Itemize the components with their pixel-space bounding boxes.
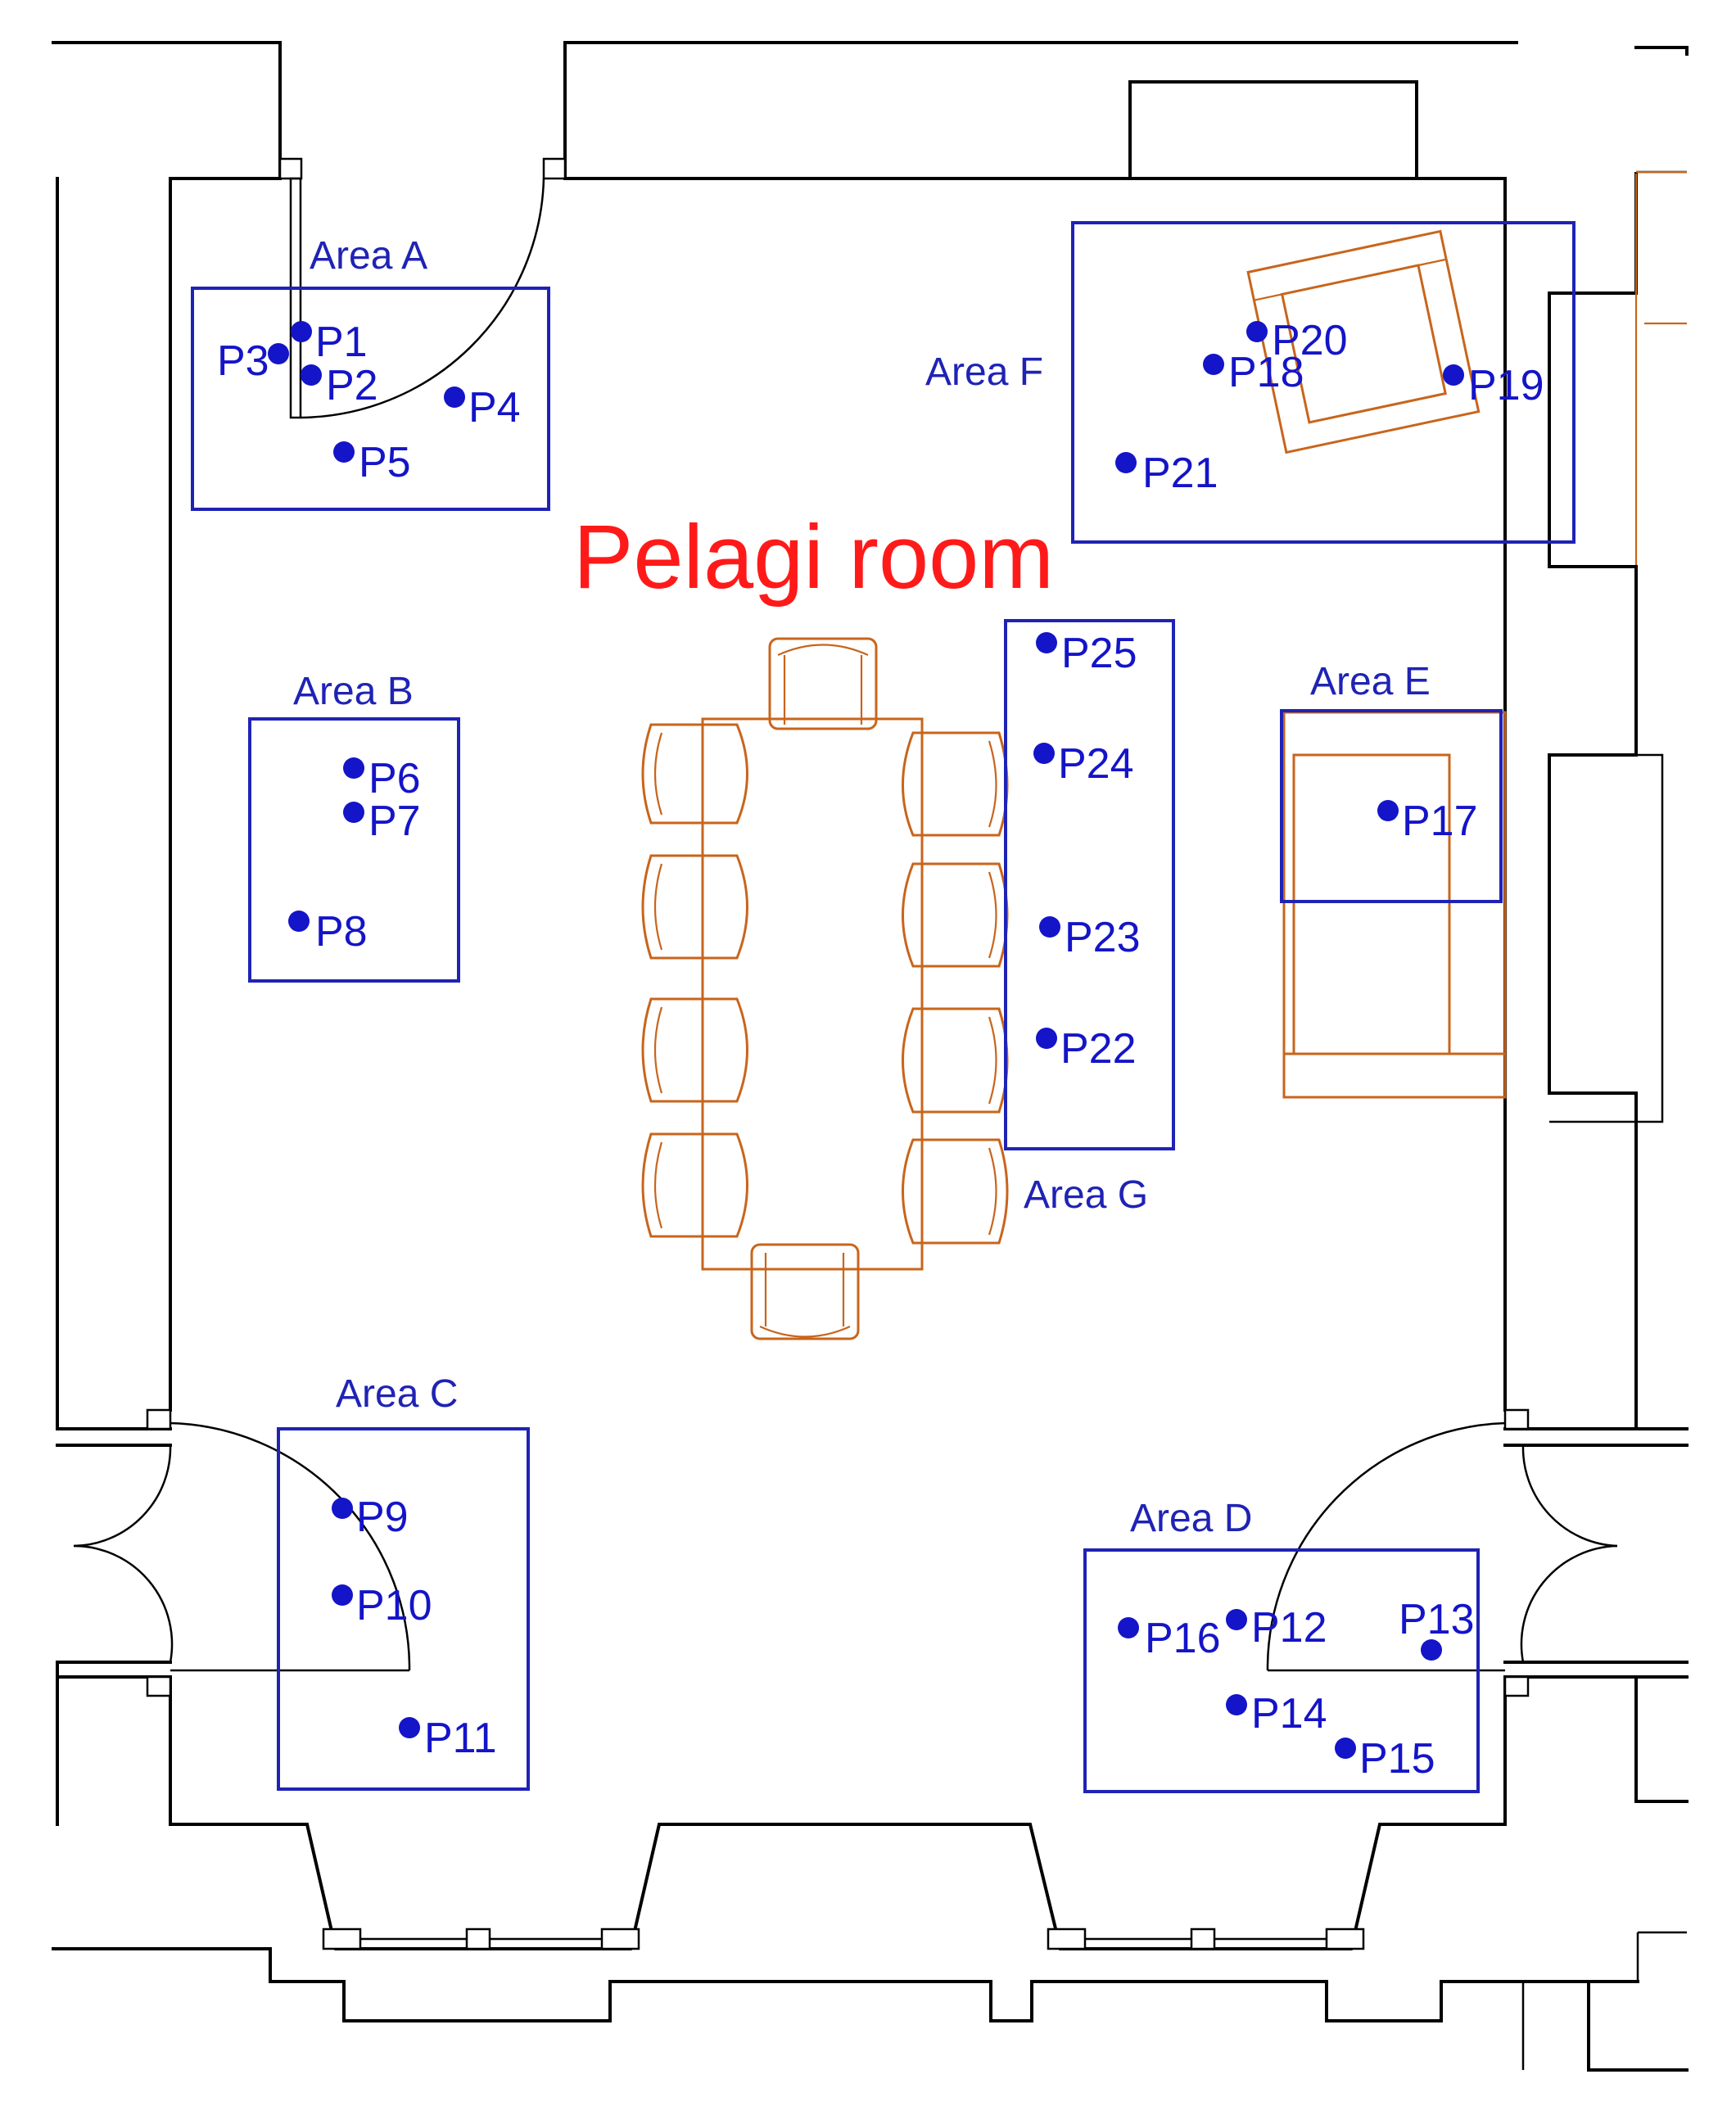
chair-top bbox=[768, 637, 878, 730]
area-e-zone bbox=[1280, 709, 1503, 903]
chair-left-4 bbox=[641, 1132, 748, 1238]
point-label: P19 bbox=[1468, 362, 1544, 409]
area-c-zone bbox=[277, 1427, 530, 1791]
point-p15: P15 bbox=[1335, 1735, 1435, 1783]
chair-right-1 bbox=[902, 731, 1009, 837]
area-a: Area A bbox=[191, 234, 550, 511]
point-p17: P17 bbox=[1377, 798, 1478, 845]
point-label: P1 bbox=[315, 319, 368, 366]
area-d-zone bbox=[1083, 1548, 1480, 1793]
area-d-label: Area D bbox=[1130, 1497, 1252, 1540]
point-label: P9 bbox=[356, 1494, 409, 1541]
chair-left-2 bbox=[641, 854, 748, 960]
chair-left-3 bbox=[641, 997, 748, 1103]
point-label: P8 bbox=[315, 908, 368, 956]
area-c-label: Area C bbox=[336, 1372, 458, 1416]
furniture bbox=[641, 170, 1687, 1340]
point-p3: P3 bbox=[217, 337, 289, 385]
area-f-label: Area F bbox=[925, 350, 1043, 394]
point-label: P25 bbox=[1061, 630, 1137, 677]
point-label: P13 bbox=[1399, 1596, 1475, 1643]
point-p10: P10 bbox=[332, 1582, 432, 1629]
point-label: P4 bbox=[468, 384, 521, 432]
point-label: P12 bbox=[1251, 1604, 1327, 1652]
area-g-zone bbox=[1004, 619, 1175, 1150]
point-label: P5 bbox=[359, 439, 411, 486]
doors bbox=[73, 177, 1618, 1672]
point-p12: P12 bbox=[1226, 1604, 1327, 1652]
area-a-label: Area A bbox=[310, 234, 427, 278]
point-label: P6 bbox=[368, 755, 421, 802]
chair-right-3 bbox=[902, 1007, 1009, 1114]
area-g: Area G bbox=[1004, 619, 1175, 1217]
point-p11: P11 bbox=[399, 1715, 497, 1762]
conference-table bbox=[701, 717, 924, 1271]
point-p14: P14 bbox=[1226, 1690, 1327, 1738]
area-b-label: Area B bbox=[293, 670, 414, 713]
point-p16: P16 bbox=[1118, 1615, 1221, 1662]
points: P1 P2 P3 P4 P5 P6 P7 P8 P9 P10 P11 P12 P… bbox=[217, 317, 1544, 1783]
armchair bbox=[1246, 229, 1481, 454]
point-label: P10 bbox=[356, 1582, 432, 1629]
chair-right-4 bbox=[902, 1138, 1009, 1245]
point-label: P21 bbox=[1142, 450, 1218, 497]
point-p9: P9 bbox=[332, 1494, 409, 1541]
area-c: Area C bbox=[277, 1372, 530, 1791]
point-label: P23 bbox=[1065, 914, 1141, 961]
point-p2: P2 bbox=[301, 362, 378, 409]
area-e-label: Area E bbox=[1310, 660, 1431, 703]
point-label: P15 bbox=[1359, 1735, 1435, 1783]
area-d: Area D bbox=[1083, 1497, 1480, 1793]
point-p23: P23 bbox=[1039, 914, 1141, 961]
point-p5: P5 bbox=[333, 439, 411, 486]
point-label: P18 bbox=[1228, 349, 1304, 396]
area-g-label: Area G bbox=[1024, 1173, 1148, 1217]
chair-right-2 bbox=[902, 862, 1009, 968]
room-title: Pelagi room bbox=[573, 507, 1054, 608]
point-label: P24 bbox=[1058, 740, 1134, 788]
point-label: P2 bbox=[326, 362, 378, 409]
point-p18: P18 bbox=[1203, 349, 1304, 396]
area-b: Area B bbox=[248, 670, 460, 983]
area-e: Area E bbox=[1280, 660, 1503, 903]
chair-bottom bbox=[750, 1243, 860, 1340]
sofa bbox=[1282, 711, 1507, 1099]
walls bbox=[52, 41, 1689, 2072]
wall-posts bbox=[146, 157, 1530, 1950]
area-a-zone bbox=[191, 287, 550, 511]
point-p22: P22 bbox=[1036, 1025, 1137, 1073]
point-label: P14 bbox=[1251, 1690, 1327, 1738]
point-label: P16 bbox=[1145, 1615, 1221, 1662]
area-f-zone bbox=[1071, 221, 1576, 544]
point-p8: P8 bbox=[288, 908, 368, 956]
point-label: P3 bbox=[217, 337, 269, 385]
point-label: P7 bbox=[368, 798, 421, 845]
area-b-zone bbox=[248, 717, 460, 983]
point-p6: P6 bbox=[343, 755, 421, 802]
point-p25: P25 bbox=[1036, 630, 1137, 677]
point-label: P17 bbox=[1402, 798, 1478, 845]
point-p4: P4 bbox=[444, 384, 521, 432]
point-label: P22 bbox=[1060, 1025, 1137, 1073]
area-f: Area F bbox=[925, 221, 1576, 544]
point-p7: P7 bbox=[343, 798, 421, 845]
point-p19: P19 bbox=[1443, 362, 1544, 409]
point-label: P20 bbox=[1272, 317, 1348, 364]
point-p13: P13 bbox=[1399, 1596, 1475, 1661]
point-p20: P20 bbox=[1246, 317, 1348, 364]
point-p21: P21 bbox=[1115, 450, 1218, 497]
chair-left-1 bbox=[641, 723, 748, 825]
point-p1: P1 bbox=[291, 319, 368, 366]
point-p24: P24 bbox=[1033, 740, 1134, 788]
point-label: P11 bbox=[424, 1715, 497, 1762]
